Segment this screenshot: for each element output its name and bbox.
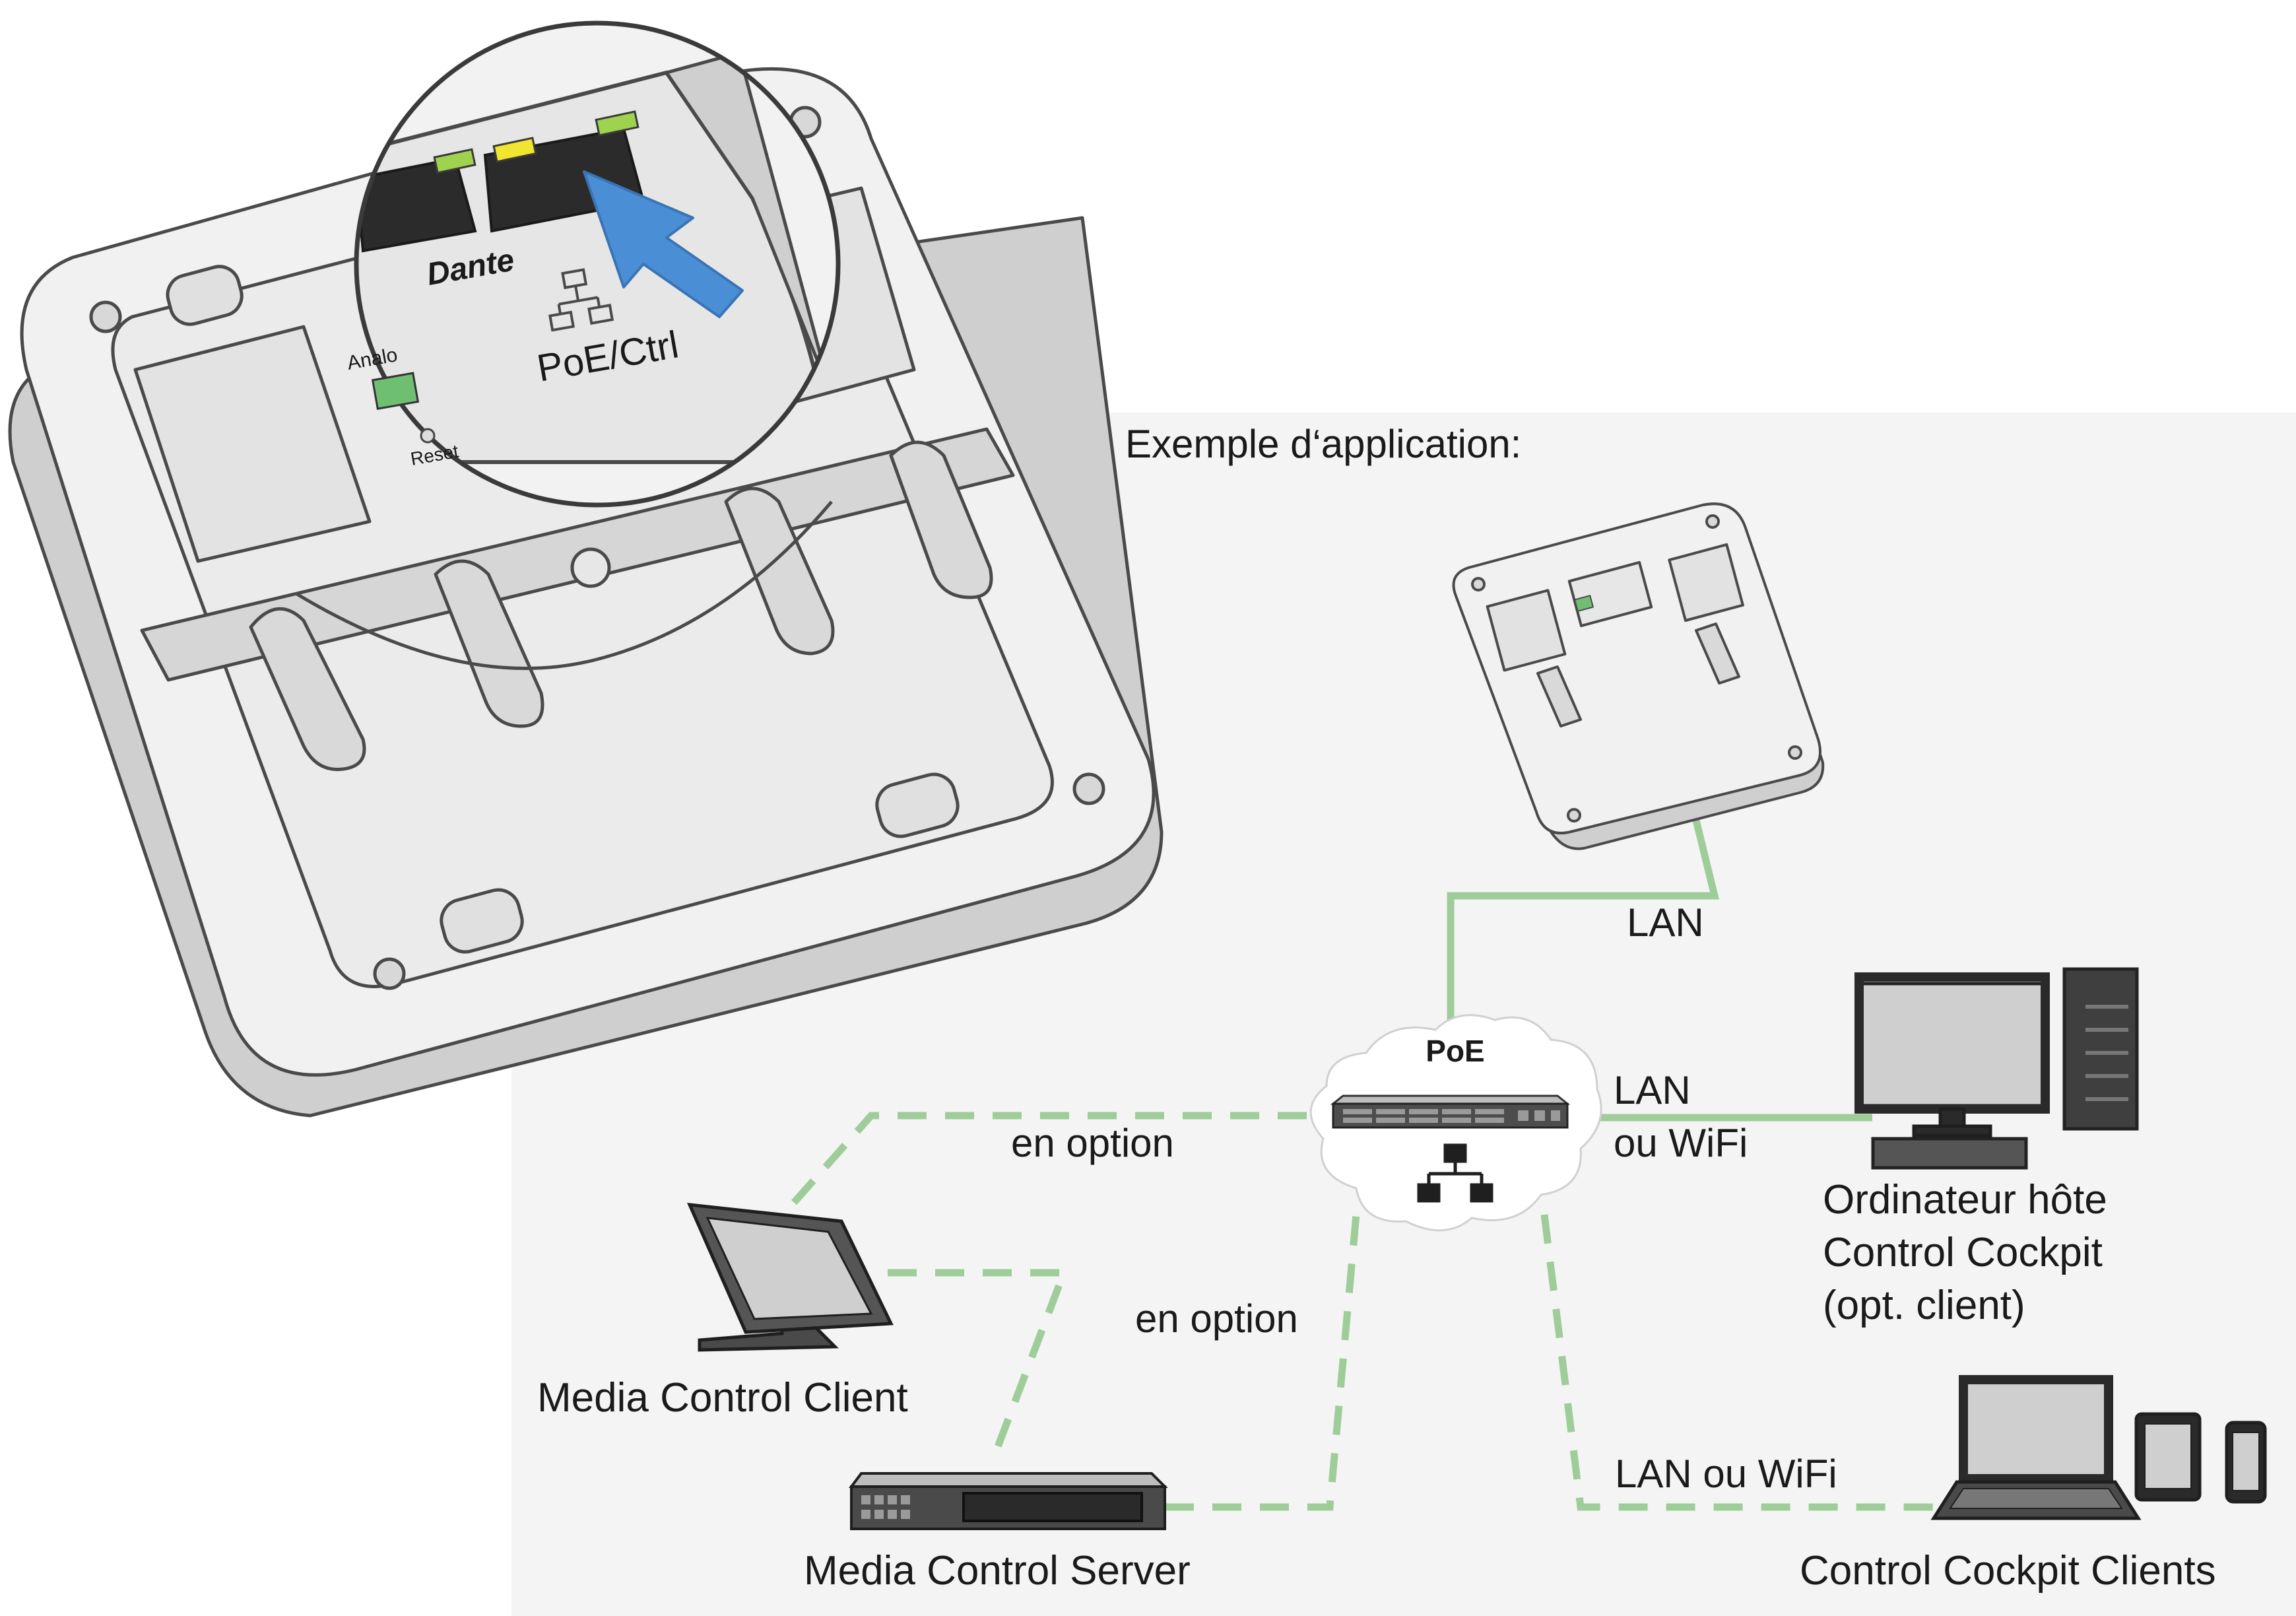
network-icon xyxy=(1417,1143,1493,1203)
cockpit-clients-label: Control Cockpit Clients xyxy=(1800,1548,2216,1594)
screw-hole xyxy=(1567,808,1581,823)
link-client-server xyxy=(888,1269,1069,1460)
media-control-server-icon xyxy=(849,1472,1168,1530)
switch-top xyxy=(1330,1094,1571,1105)
label-server-option: en option xyxy=(1135,1296,1298,1341)
tablet-icon xyxy=(2134,1412,2202,1502)
screw-hole xyxy=(1705,514,1720,529)
small-device-illustration xyxy=(1452,502,1825,850)
poe-switch-icon xyxy=(1330,1094,1571,1129)
switch-ports xyxy=(1343,1109,1560,1123)
label-device-lan: LAN xyxy=(1627,900,1704,945)
device-brace xyxy=(296,500,833,670)
label-host-lan-line2: ou WiFi xyxy=(1614,1121,1748,1165)
screw-hole xyxy=(89,300,122,333)
media-control-client-icon xyxy=(686,1203,894,1352)
led-green-left xyxy=(433,148,476,174)
cable-clip xyxy=(724,487,835,656)
analog-terminal xyxy=(371,372,420,410)
screw-hole xyxy=(1788,745,1802,760)
small-device-clip xyxy=(1695,623,1740,685)
small-device-pad xyxy=(1668,543,1744,623)
zoom-circle-outline xyxy=(354,20,841,508)
screw-hole xyxy=(1072,772,1105,805)
server-display xyxy=(962,1492,1143,1522)
label-clients-lan-wifi: LAN ou WiFi xyxy=(1615,1452,1837,1496)
device-pad-left xyxy=(133,325,372,563)
reset-hole xyxy=(420,428,436,444)
link-server-option xyxy=(1165,1214,1360,1511)
small-device-pad xyxy=(1486,589,1567,672)
latch-tab xyxy=(440,888,524,954)
led-yellow xyxy=(492,137,537,163)
cable-clip xyxy=(249,607,366,772)
host-label-line1: Ordinateur hôte xyxy=(1823,1177,2107,1223)
touch-panel-screen xyxy=(705,1217,873,1320)
label-mcc-option: en option xyxy=(1011,1121,1174,1165)
host-keyboard xyxy=(1871,1137,2028,1170)
screw-hole xyxy=(1471,577,1486,591)
cockpit-clients-icons xyxy=(1930,1375,2267,1520)
latch-tab xyxy=(166,265,244,326)
latch-tab xyxy=(875,772,960,838)
smartphone-icon xyxy=(2225,1421,2267,1504)
port-network-icon xyxy=(548,268,614,332)
network-cloud: PoE xyxy=(1309,1014,1602,1232)
switch-label: PoE xyxy=(1426,1034,1484,1068)
small-device-terminal xyxy=(1574,595,1594,612)
cable-clip xyxy=(889,440,993,599)
switch-body xyxy=(1332,1102,1569,1129)
port-pointer-arrow xyxy=(583,170,744,318)
led-green-right xyxy=(595,110,640,137)
link-media-client-option xyxy=(789,1112,1307,1207)
host-monitor xyxy=(1857,982,2047,1108)
large-device-illustration xyxy=(8,67,1164,1118)
host-label-line3: (opt. client) xyxy=(1823,1283,2025,1328)
port-zoom-detail: Dante PoE/Ctrl xyxy=(354,20,841,508)
laptop-icon xyxy=(1930,1375,2142,1520)
host-tower xyxy=(2062,967,2139,1131)
server-top xyxy=(849,1472,1168,1488)
screw-hole xyxy=(373,957,406,990)
label-host-lan-line1: LAN xyxy=(1614,1068,1691,1112)
device-center-dimple xyxy=(570,547,611,588)
host-stand-base xyxy=(1912,1124,1992,1137)
link-clients-lan-wifi xyxy=(1540,1214,1937,1511)
server-buttons xyxy=(861,1495,910,1519)
media-control-server-label: Media Control Server xyxy=(804,1548,1191,1594)
small-device-clip xyxy=(1536,665,1582,727)
panel-title: Exemple d‘application: xyxy=(1125,422,1521,466)
media-control-client-label: Media Control Client xyxy=(537,1375,908,1421)
cable-clip xyxy=(434,559,544,728)
host-computer-icon xyxy=(1854,967,2139,1170)
host-label-line2: Control Cockpit xyxy=(1823,1230,2103,1275)
